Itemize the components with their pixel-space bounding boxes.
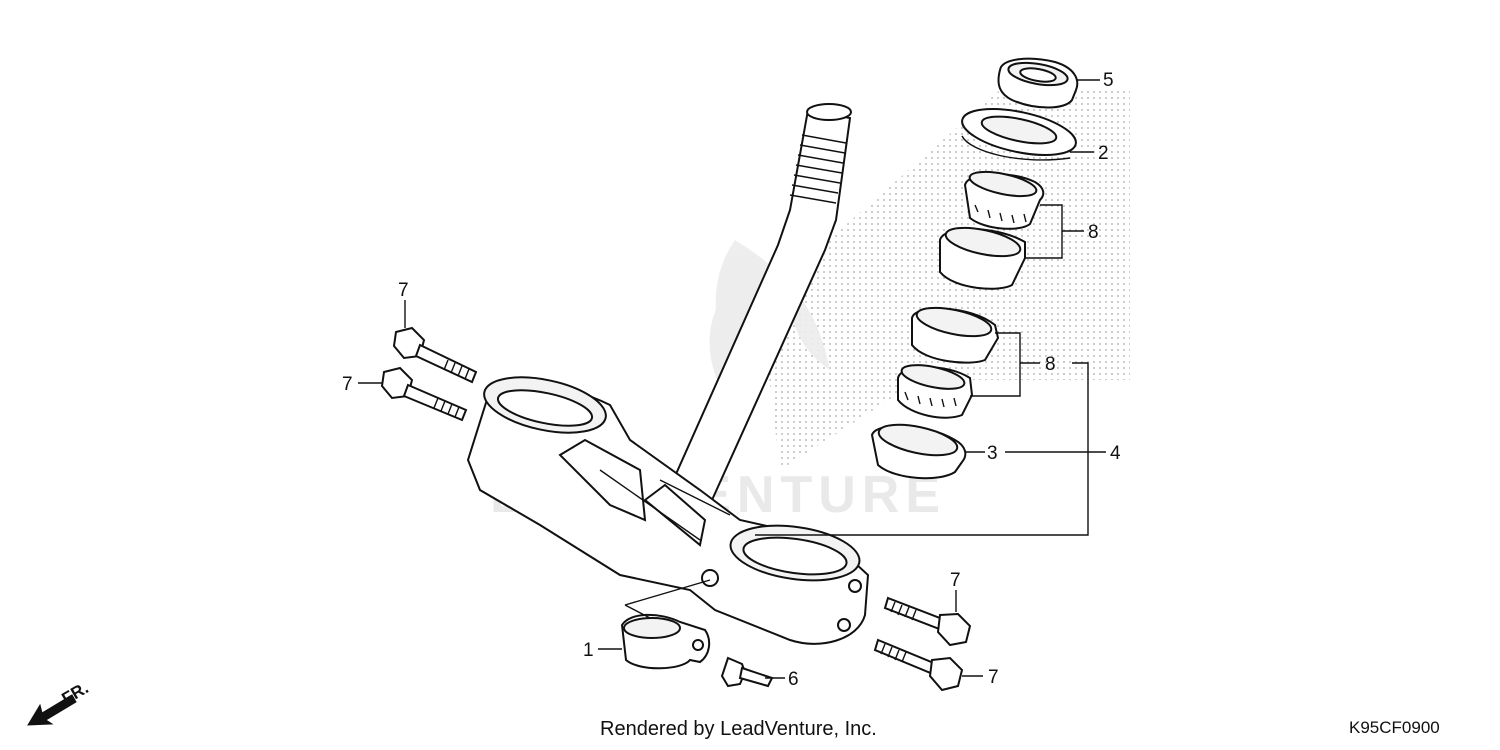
diagram-code: K95CF0900 <box>1349 718 1440 737</box>
front-arrow-icon <box>27 694 77 726</box>
leader-lines <box>358 79 1106 679</box>
bearing-upper-race <box>963 170 1045 230</box>
clamp-part-1 <box>620 579 711 670</box>
seal-part-3 <box>870 423 967 480</box>
steering-stem <box>666 103 852 502</box>
callout-7-upper-right: 7 <box>950 570 961 591</box>
bearing-lower-race <box>897 364 974 419</box>
callout-7-upper-left: 7 <box>398 280 409 301</box>
callout-1: 1 <box>583 640 594 661</box>
bolt-part-7-lower-left <box>380 366 468 422</box>
callout-8-lower: 8 <box>1045 354 1056 375</box>
bolt-part-7-lower-right <box>873 638 964 692</box>
credit-text: Rendered by LeadVenture, Inc. <box>600 718 877 740</box>
callout-7-lower-right: 7 <box>988 667 999 688</box>
callout-6: 6 <box>788 669 799 690</box>
callout-7-lower-left: 7 <box>342 374 353 395</box>
callout-4: 4 <box>1110 443 1121 464</box>
bolt-part-6 <box>720 656 774 688</box>
callout-2: 2 <box>1098 143 1109 164</box>
locknut-part-5 <box>997 57 1079 109</box>
callout-5: 5 <box>1103 70 1114 91</box>
front-direction-indicator: FR. <box>27 678 92 726</box>
callout-3: 3 <box>987 443 998 464</box>
bolt-part-7-upper-right <box>883 596 972 647</box>
lower-triple-clamp <box>466 376 870 645</box>
callout-8-upper: 8 <box>1088 222 1099 243</box>
washer-part-2 <box>961 108 1077 161</box>
bearing-lower-cup <box>911 306 1000 364</box>
bolt-part-7-upper-left <box>392 326 478 384</box>
